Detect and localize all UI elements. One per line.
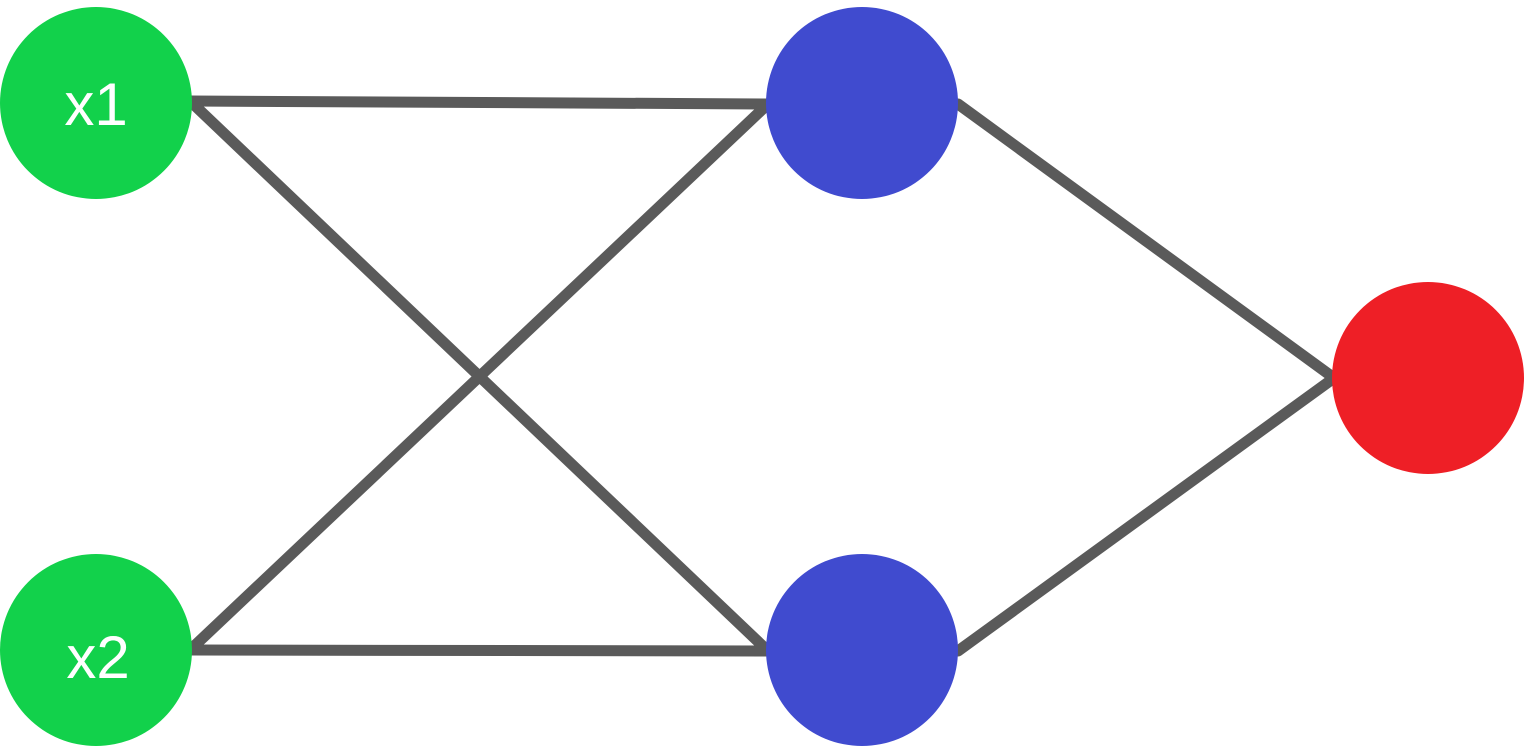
hidden-node-bottom: [766, 554, 958, 746]
nodes-layer: x1 x2: [0, 7, 1524, 746]
edge-input_2-to-hidden_1: [184, 98, 774, 656]
edge-hidden_2-to-output: [952, 372, 1340, 657]
input-node-x2-label: x2: [66, 624, 129, 691]
hidden-node-top: [766, 7, 958, 199]
edge-input_1-to-hidden_1: [184, 95, 774, 110]
edges-layer: [184, 95, 1340, 657]
input-node-x1-label: x1: [64, 71, 127, 138]
edge-input_2-to-hidden_2: [184, 644, 774, 657]
edge-hidden_1-to-output: [952, 98, 1340, 384]
input-node-x1: [0, 7, 192, 199]
input-node-x2: [0, 554, 192, 746]
output-node: [1332, 282, 1524, 474]
